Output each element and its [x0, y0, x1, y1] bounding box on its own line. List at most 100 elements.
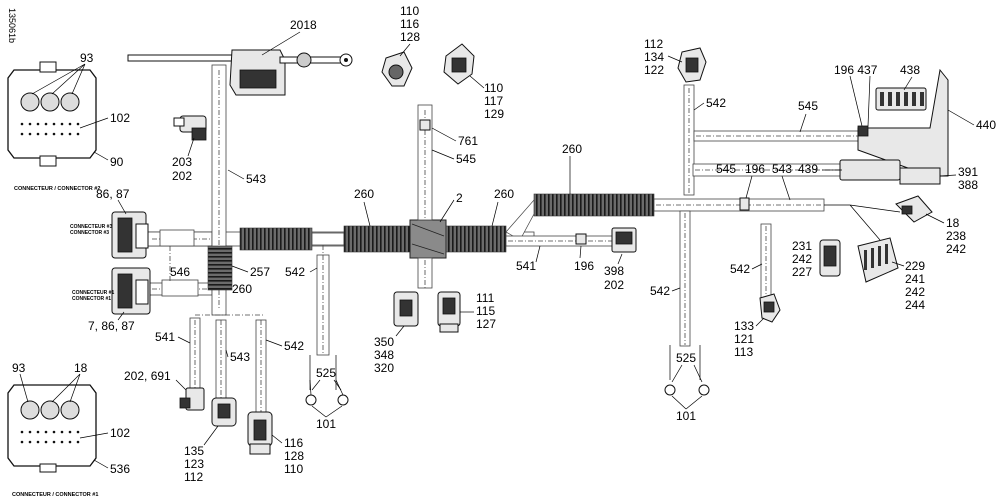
part-203	[173, 115, 207, 141]
callout-93-bottom: 93	[12, 361, 26, 375]
callout-122: 122	[644, 63, 664, 77]
callout-543-a: 543	[246, 172, 266, 186]
callout-545-c: 545	[716, 162, 736, 176]
callout-123: 123	[184, 457, 204, 471]
callout-231: 231	[792, 239, 812, 253]
callout-133: 133	[734, 319, 754, 333]
callout-242-right: 242	[946, 242, 966, 256]
callout-542-a: 542	[285, 265, 305, 279]
connector-face-2	[7, 61, 97, 167]
callout-196-b: 196	[745, 162, 765, 176]
callout-102-bottom: 102	[110, 426, 130, 440]
callout-438: 438	[900, 63, 920, 77]
callout-128-b: 128	[400, 30, 420, 44]
callout-260-d: 260	[562, 142, 582, 156]
part-111-115-127	[437, 291, 461, 333]
callout-241: 241	[905, 272, 925, 286]
side-caption-3b: CONNECTOR #3	[70, 230, 109, 236]
callout-2018: 2018	[290, 18, 317, 32]
callout-202-691: 202, 691	[124, 369, 171, 383]
callout-129: 129	[484, 107, 504, 121]
callout-116-a: 116	[284, 436, 303, 450]
corrugated-tube-260-right	[533, 193, 655, 217]
callout-542-c: 542	[706, 96, 726, 110]
part-196-b	[739, 197, 750, 211]
callout-117: 117	[484, 94, 503, 108]
callout-545-a: 545	[456, 152, 476, 166]
side-connector-1	[111, 267, 151, 315]
caption-connector-1: CONNECTEUR / CONNECTOR #1	[12, 492, 98, 498]
callout-203: 203	[172, 155, 192, 169]
callout-543-c: 543	[772, 162, 792, 176]
callout-227: 227	[792, 265, 812, 279]
callout-541-a: 541	[155, 330, 175, 344]
part-350-348-320	[393, 291, 419, 327]
callout-116-b: 116	[400, 17, 419, 31]
callout-2: 2	[456, 191, 463, 205]
callout-18-bottom: 18	[74, 361, 88, 375]
callout-110-c: 110	[484, 81, 503, 95]
callout-101-a: 101	[316, 417, 336, 431]
part-110-116-128	[381, 51, 413, 87]
callout-127: 127	[476, 317, 496, 331]
callout-350: 350	[374, 335, 394, 349]
corrugated-tube-260-centre-left	[343, 225, 411, 253]
part-231-242-227	[819, 239, 841, 277]
side-connector-3	[111, 211, 149, 259]
callout-525-a: 525	[316, 366, 336, 380]
callout-102-top: 102	[110, 111, 130, 125]
part-196-a	[575, 233, 587, 245]
callout-260-c: 260	[494, 187, 514, 201]
callout-391: 391	[958, 165, 978, 179]
part-133-121-113	[759, 293, 781, 323]
part-398	[611, 227, 637, 253]
callout-115: 115	[476, 304, 495, 318]
callout-542-d: 542	[730, 262, 750, 276]
corrugated-tube-260-centre-right	[445, 225, 507, 253]
callout-90: 90	[110, 155, 124, 169]
callout-542-e: 542	[650, 284, 670, 298]
caption-connector-2: CONNECTEUR / CONNECTOR #2	[14, 186, 100, 192]
callout-128-a: 128	[284, 449, 304, 463]
callout-320: 320	[374, 361, 394, 375]
callout-112-b: 112	[644, 37, 663, 51]
part-135-123-112	[211, 397, 237, 427]
side-caption-1a: CONNECTEUR #1	[72, 290, 114, 296]
callout-242-mid: 242	[792, 252, 812, 266]
doc-code: 135061b	[7, 8, 17, 43]
callout-242-mid2: 242	[905, 285, 925, 299]
callout-260-b: 260	[354, 187, 374, 201]
callout-196-437: 196 437	[834, 63, 878, 77]
callout-541-b: 541	[516, 259, 536, 273]
part-110-117-129	[443, 43, 475, 85]
callout-257: 257	[250, 265, 270, 279]
callout-110-b: 110	[400, 4, 419, 18]
callout-348: 348	[374, 348, 394, 362]
callout-111: 111	[476, 291, 495, 305]
callout-121: 121	[734, 332, 754, 346]
part-18-238-242	[895, 195, 933, 223]
callout-202-a: 202	[172, 169, 192, 183]
corrugated-tube-260-left	[239, 227, 313, 251]
callout-112: 112	[184, 470, 203, 484]
part-202-691	[179, 387, 205, 411]
callout-93-top: 93	[80, 51, 94, 65]
callout-86-87-top: 86, 87	[96, 187, 130, 201]
callout-536: 536	[110, 462, 130, 476]
junction-2	[409, 219, 447, 259]
callout-110-a: 110	[284, 462, 303, 476]
callout-202-b: 202	[604, 278, 624, 292]
main-trunk	[139, 193, 825, 259]
callout-113: 113	[734, 345, 753, 359]
part-112-134-122	[677, 47, 707, 83]
callout-761: 761	[458, 134, 478, 148]
callout-7-86-87: 7, 86, 87	[88, 319, 135, 333]
side-caption-1b: CONNECTOR #1	[72, 296, 111, 302]
corrugated-tube-257	[207, 245, 233, 291]
callout-18-right: 18	[946, 216, 960, 230]
part-2018	[127, 49, 353, 96]
callout-244: 244	[905, 298, 925, 312]
connector-face-1	[7, 384, 97, 473]
callout-238: 238	[946, 229, 966, 243]
